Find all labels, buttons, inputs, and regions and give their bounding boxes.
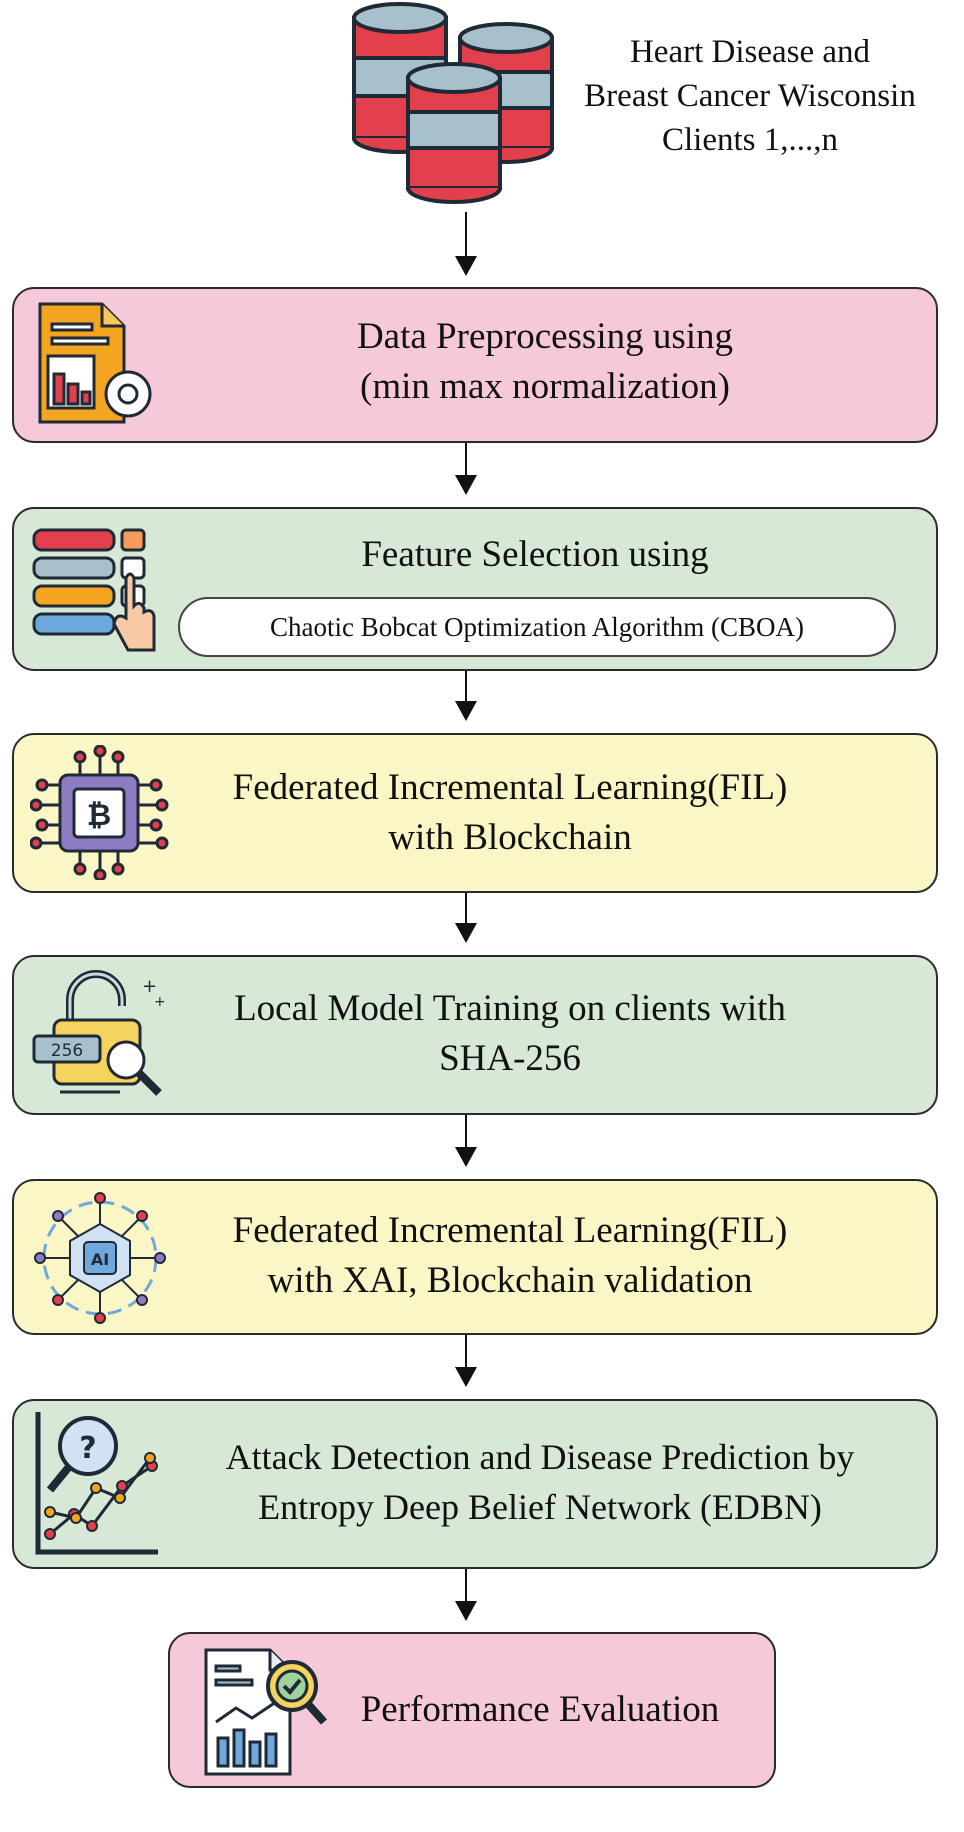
step-5-line-2: with XAI, Blockchain validation	[267, 1260, 753, 1301]
step-3-text: Federated Incremental Learning(FIL) with…	[150, 763, 870, 863]
report-gear-icon	[38, 302, 152, 424]
bitcoin-chip-icon: ₿	[30, 745, 169, 880]
arrow-2	[455, 443, 477, 495]
step-3-line-2: with Blockchain	[388, 817, 632, 858]
step-6-line-1: Attack Detection and Disease Prediction …	[225, 1437, 855, 1477]
step-data-preprocessing	[12, 287, 938, 443]
evaluation-report-icon	[204, 1648, 327, 1776]
svg-text:₿: ₿	[87, 798, 111, 833]
step-attack-detection	[12, 1399, 938, 1569]
step-1-line-1: Data Preprocessing using	[356, 316, 734, 357]
cboa-label: Chaotic Bobcat Optimization Algorithm (C…	[178, 597, 896, 657]
source-label: Heart Disease and Breast Cancer Wisconsi…	[560, 30, 940, 162]
source-line-3: Clients 1,...,n	[661, 122, 838, 158]
step-4-text: Local Model Training on clients with SHA…	[140, 984, 880, 1084]
arrow-5	[455, 1115, 477, 1167]
step-7-line-1: Performance Evaluation	[360, 1689, 720, 1730]
ai-icon-label: AI	[91, 1250, 109, 1269]
sha256-icon-label: 256	[51, 1041, 83, 1061]
step-2-title: Feature Selection using	[160, 530, 910, 580]
analysis-chart-icon: ?	[35, 1412, 158, 1555]
arrow-4	[455, 893, 477, 943]
sha256-lock-icon: 256 + +	[32, 970, 166, 1096]
svg-text:+: +	[142, 976, 157, 997]
feature-select-icon	[32, 528, 156, 652]
database-icon	[352, 2, 554, 204]
arrow-7	[455, 1569, 477, 1621]
step-fil-blockchain	[12, 733, 938, 893]
step-2-line-1: Feature Selection using	[361, 534, 709, 575]
step-1-line-2: (min max normalization)	[360, 366, 730, 407]
step-fil-xai	[12, 1179, 938, 1335]
arrow-1	[455, 212, 477, 276]
step-6-text: Attack Detection and Disease Prediction …	[160, 1432, 920, 1532]
step-4-line-2: SHA-256	[439, 1038, 581, 1079]
step-3-line-1: Federated Incremental Learning(FIL)	[232, 767, 788, 808]
step-6-line-2: Entropy Deep Belief Network (EDBN)	[258, 1487, 822, 1527]
step-4-line-1: Local Model Training on clients with	[234, 988, 786, 1029]
svg-text:+: +	[154, 994, 166, 1010]
step-5-text: Federated Incremental Learning(FIL) with…	[150, 1206, 870, 1306]
step-local-training	[12, 955, 938, 1115]
step-5-line-1: Federated Incremental Learning(FIL)	[232, 1210, 788, 1251]
question-icon-label: ?	[79, 1431, 96, 1466]
arrow-3	[455, 671, 477, 721]
source-line-2: Breast Cancer Wisconsin	[584, 78, 916, 114]
ai-network-icon: AI	[34, 1192, 166, 1324]
arrow-6	[455, 1335, 477, 1387]
step-1-text: Data Preprocessing using (min max normal…	[160, 312, 930, 412]
source-line-1: Heart Disease and	[629, 34, 871, 70]
step-7-text: Performance Evaluation	[330, 1685, 750, 1735]
